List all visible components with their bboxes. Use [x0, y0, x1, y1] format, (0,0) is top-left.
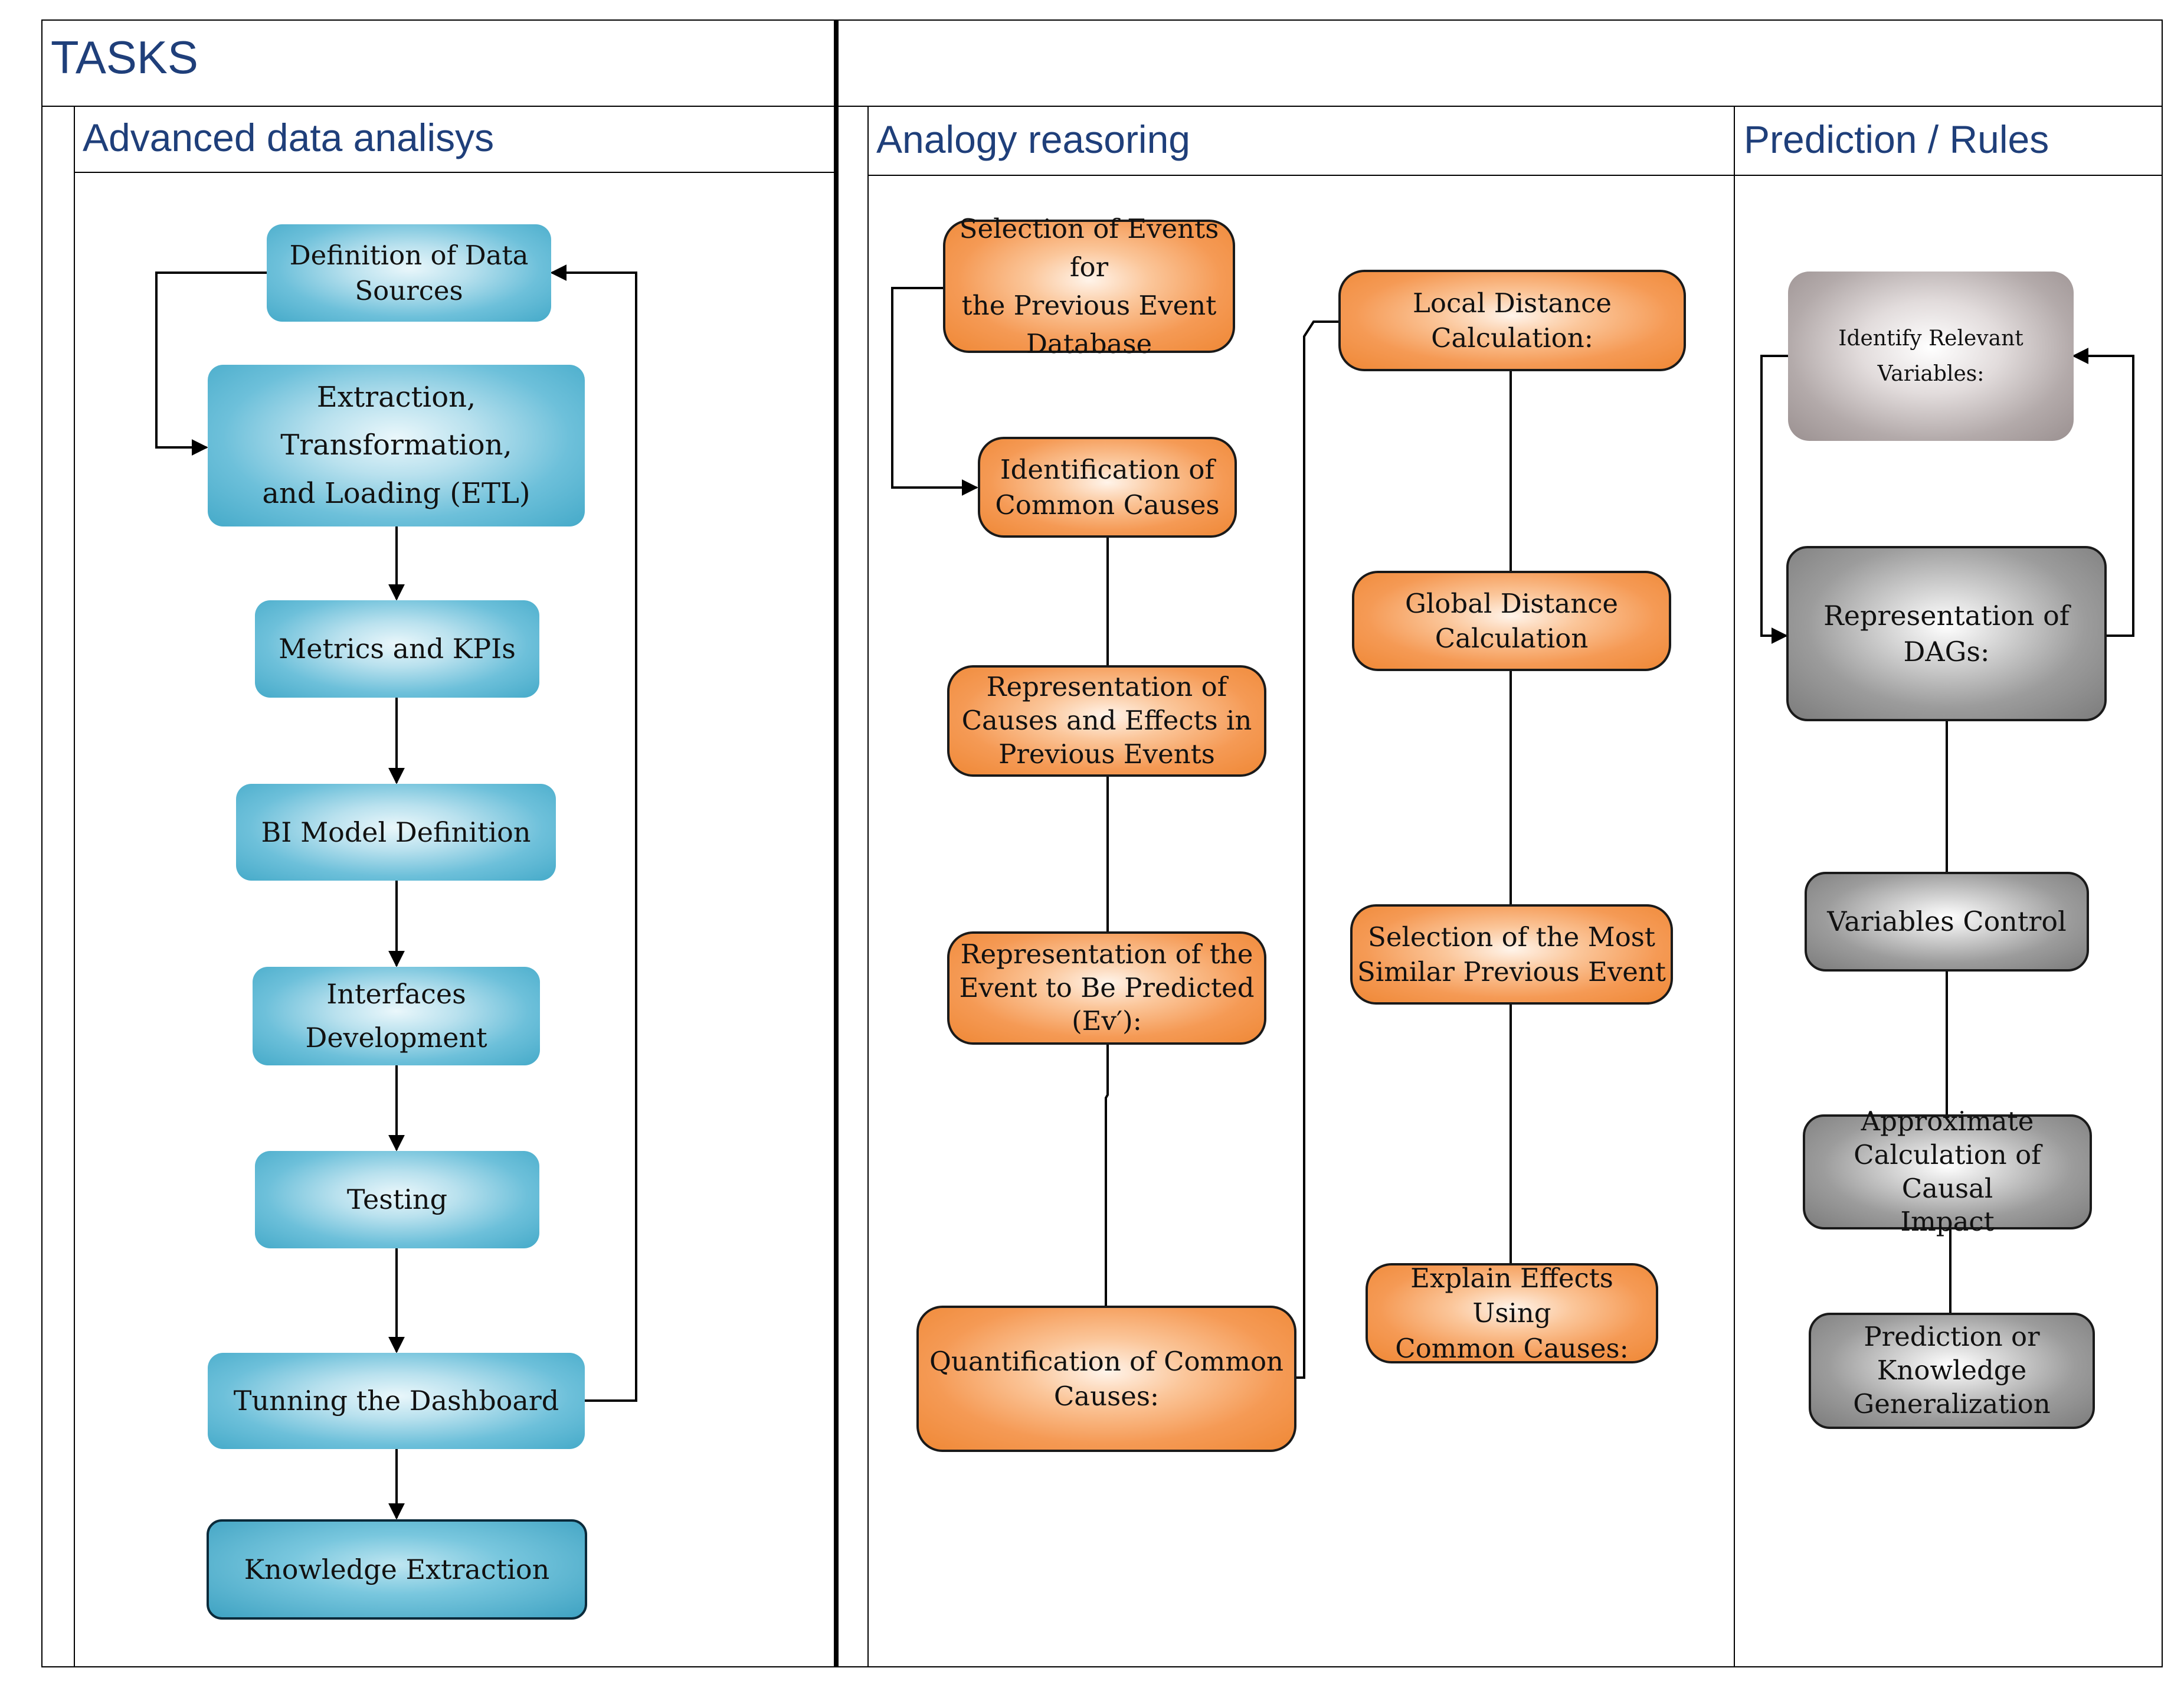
- lane-advanced-title-row: [74, 106, 835, 173]
- node-representation-of-dags[interactable]: Representation of DAGs:: [1786, 546, 2107, 721]
- lane-prediction-title-row: [1734, 106, 2163, 176]
- node-text-line: Knowledge: [1877, 1355, 2027, 1386]
- node-text-line: Variables:: [1877, 361, 1985, 386]
- node-text-line: Prediction or: [1864, 1321, 2040, 1353]
- lane-title-analogy-reasoning: Analogy reasoring: [876, 117, 1190, 161]
- node-text-line: (Ev′):: [1072, 1005, 1142, 1037]
- node-text-line: Development: [305, 1021, 487, 1054]
- node-text-line: Representation of: [986, 671, 1227, 703]
- node-text-line: Extraction, Transformation,: [280, 380, 512, 462]
- node-text-line: Explain Effects Using: [1410, 1262, 1613, 1329]
- node-text-line: Interfaces: [326, 977, 466, 1010]
- node-tunning-the-dashboard[interactable]: Tunning the Dashboard: [208, 1353, 585, 1449]
- arrow-dags-feedback-to-identify: [2072, 348, 2134, 637]
- node-text-line: Approximate: [1861, 1106, 2034, 1137]
- node-bi-model-definition[interactable]: BI Model Definition: [236, 784, 556, 881]
- node-text-line: Representation of DAGs:: [1823, 599, 2070, 668]
- node-text-line: Calculation: [1435, 623, 1589, 654]
- tasks-header-frame: [41, 19, 835, 107]
- lane-title-advanced-data-analysis: Advanced data analisys: [83, 116, 495, 159]
- node-metrics-and-kpis[interactable]: Metrics and KPIs: [255, 600, 539, 698]
- node-text-line: Quantification of Common: [929, 1345, 1284, 1377]
- node-text-line: Event to Be Predicted: [959, 972, 1255, 1003]
- node-variables-control[interactable]: Variables Control: [1805, 872, 2089, 972]
- node-knowledge-extraction[interactable]: Knowledge Extraction: [207, 1519, 587, 1620]
- node-text-line: Global Distance: [1404, 587, 1619, 619]
- node-text-line: Generalization: [1853, 1388, 2051, 1420]
- node-text-line: Similar Previous Event: [1357, 956, 1666, 987]
- node-text-line: Metrics and KPIs: [279, 633, 516, 665]
- node-etl[interactable]: Extraction, Transformation, and Loading (…: [208, 365, 585, 526]
- node-text-line: Sources: [355, 274, 463, 306]
- node-text-line: Identification of: [1000, 454, 1215, 486]
- arrow-tunning-feedback-to-definition: [550, 264, 637, 1402]
- line-quantification-to-local-distance: [1296, 320, 1341, 1379]
- node-text-line: Database: [1026, 328, 1152, 360]
- tasks-header-right-frame: [835, 19, 2163, 107]
- node-text-line: Variables Control: [1827, 905, 2067, 938]
- node-text-line: Selection of Events for: [959, 212, 1219, 283]
- node-text-line: Knowledge Extraction: [244, 1553, 550, 1585]
- tasks-title: TASKS: [51, 31, 198, 83]
- node-text-line: Testing: [346, 1183, 448, 1216]
- node-local-distance-calculation[interactable]: Local Distance Calculation:: [1338, 270, 1686, 371]
- node-text-line: Definition of Data: [289, 240, 529, 272]
- node-text-line: Calculation of Causal: [1854, 1139, 2041, 1204]
- lane-analogy-title-row: [867, 106, 1735, 176]
- node-text-line: Common Causes: [995, 489, 1220, 521]
- node-text-line: and Loading (ETL): [262, 476, 531, 510]
- node-text-line: Tunning the Dashboard: [233, 1385, 559, 1417]
- node-text-line: Selection of the Most: [1368, 921, 1655, 953]
- node-text-line: Representation of the: [960, 938, 1253, 970]
- node-selection-of-events[interactable]: Selection of Events for the Previous Even…: [943, 213, 1235, 359]
- node-testing[interactable]: Testing: [255, 1151, 539, 1248]
- node-text-line: Local Distance Calculation:: [1413, 287, 1612, 354]
- line-event-to-quantification: [1105, 1045, 1109, 1306]
- node-text-line: Identify Relevant: [1838, 326, 2023, 351]
- node-text-line: Impact: [1900, 1206, 1995, 1238]
- arrow-identify-to-dags: [1760, 355, 1788, 644]
- lane-title-prediction-rules: Prediction / Rules: [1744, 117, 2049, 161]
- node-text-line: Common Causes:: [1395, 1332, 1629, 1364]
- node-text-line: the Previous Event: [961, 290, 1217, 321]
- arrow-definition-to-etl: [155, 272, 267, 456]
- node-text-line: Causes:: [1053, 1381, 1160, 1412]
- node-text-line: BI Model Definition: [261, 816, 531, 848]
- node-text-line: Previous Events: [998, 738, 1215, 770]
- node-text-line: Causes and Effects in: [961, 705, 1252, 737]
- arrow-selection-to-identification: [891, 287, 978, 496]
